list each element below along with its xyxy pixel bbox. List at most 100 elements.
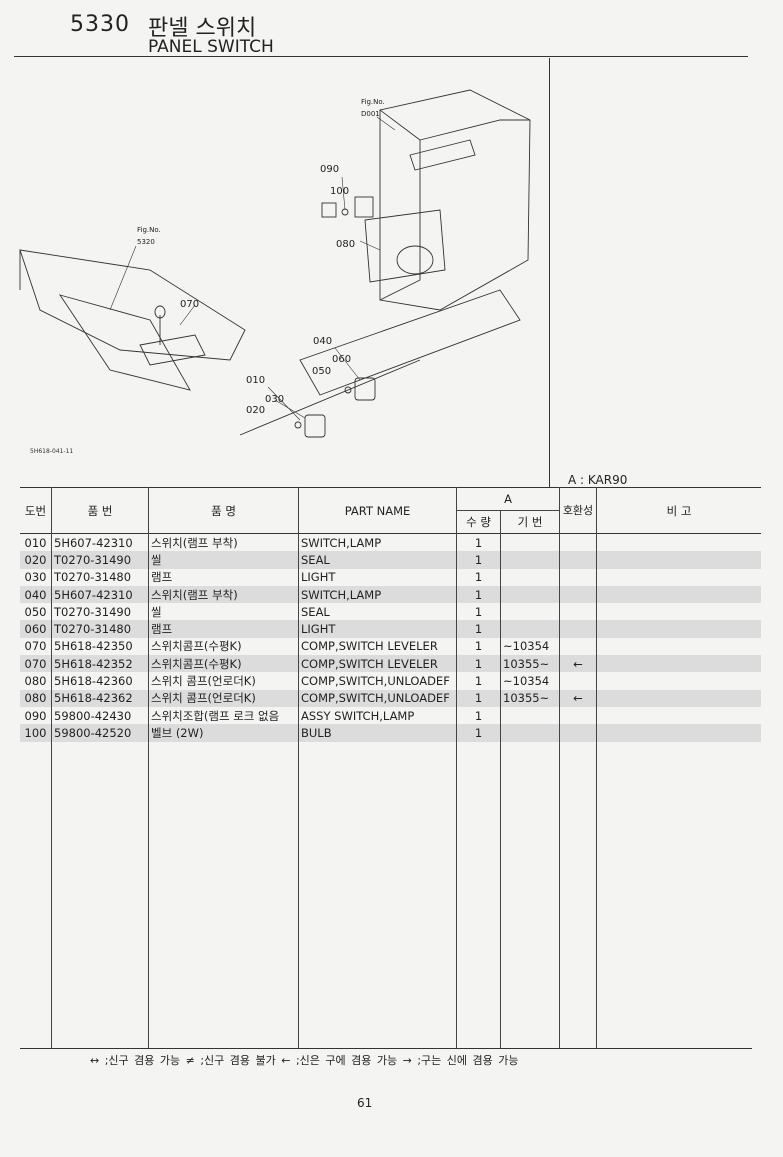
row-item-no: 030 <box>24 570 47 585</box>
page-number: 61 <box>357 1096 373 1110</box>
row-item-no: 070 <box>20 655 52 673</box>
interchange-legend: ↔ ;신구 겸용 가능 ≠ ;신구 겸용 불가 ← ;신은 구에 겸용 가능 →… <box>90 1054 519 1067</box>
row-part-name: COMP,SWITCH LEVELER <box>298 655 457 673</box>
row-interchange <box>559 603 597 621</box>
row-serial <box>500 551 560 569</box>
row-part-number: T0270-31490 <box>51 551 149 569</box>
row-item-no: 060 <box>20 620 52 638</box>
fig-ref-label-top: Fig.No. <box>361 98 385 106</box>
row-interchange <box>559 533 597 552</box>
page-title-english: PANEL SWITCH <box>148 37 274 57</box>
callout-010: 010 <box>246 375 265 386</box>
row-part-number: 5H618-42352 <box>51 655 149 673</box>
callout-090: 090 <box>320 164 339 175</box>
row-item-no: 070 <box>24 639 47 654</box>
row-part-number: 5H618-42350 <box>51 637 149 656</box>
row-serial <box>500 585 560 604</box>
row-interchange <box>559 724 597 742</box>
row-serial <box>500 706 560 725</box>
row-name-korean: 스위치(램프 부착) <box>148 533 299 552</box>
row-interchange <box>559 568 597 586</box>
callout-040: 040 <box>313 336 332 347</box>
row-remarks <box>596 724 761 742</box>
row-interchange <box>559 637 597 656</box>
row-remarks <box>596 533 761 552</box>
col-header-serial: 기 번 <box>500 510 560 534</box>
row-remarks <box>596 689 761 707</box>
row-name-korean: 스위치 콤프(언로더K) <box>148 689 299 707</box>
fig-ref-label-left: Fig.No. <box>137 226 161 234</box>
callout-070: 070 <box>180 299 199 310</box>
row-item-no: 080 <box>24 674 47 689</box>
row-serial: 10355~ <box>500 655 560 673</box>
row-part-number: T0270-31480 <box>51 568 149 586</box>
row-serial: 10355~ <box>500 689 560 707</box>
callout-060: 060 <box>332 354 351 365</box>
row-remarks <box>596 603 761 621</box>
col-header-part-name: PART NAME <box>298 487 457 534</box>
row-name-korean: 벨브 (2W) <box>148 724 299 742</box>
row-serial <box>500 533 560 552</box>
section-number: 5330 <box>70 12 130 37</box>
row-remarks <box>596 568 761 586</box>
row-quantity: 1 <box>456 603 501 621</box>
row-item-no: 040 <box>20 585 52 604</box>
row-quantity: 1 <box>456 568 501 586</box>
row-name-korean: 스위치 콤프(언로더K) <box>148 672 299 690</box>
row-part-name: COMP,SWITCH LEVELER <box>298 637 457 656</box>
row-part-name: ASSY SWITCH,LAMP <box>298 706 457 725</box>
row-remarks <box>596 706 761 725</box>
row-remarks <box>596 655 761 673</box>
row-quantity: 1 <box>456 672 501 690</box>
header-rule <box>14 56 748 57</box>
row-name-korean: 램프 <box>148 568 299 586</box>
exploded-parts-diagram: Fig.No. D001 Fig.No. 5320 090 100 080 07… <box>19 89 531 438</box>
row-serial: ~10354 <box>500 672 560 690</box>
table-bottom-rule <box>20 1048 752 1049</box>
figure-divider <box>549 58 550 488</box>
col-header-remarks: 비 고 <box>596 487 761 534</box>
row-interchange <box>559 620 597 638</box>
row-remarks <box>596 620 761 638</box>
row-quantity: 1 <box>456 585 501 604</box>
row-quantity: 1 <box>456 533 501 552</box>
model-label: A : KAR90 <box>568 473 628 487</box>
row-item-no: 090 <box>24 708 47 723</box>
row-part-name: BULB <box>298 724 457 742</box>
row-part-number: 59800-42430 <box>51 706 149 725</box>
row-quantity: 1 <box>456 637 501 656</box>
row-part-number: 59800-42520 <box>51 724 149 742</box>
row-quantity: 1 <box>456 655 501 673</box>
row-remarks <box>596 672 761 690</box>
callout-020: 020 <box>246 405 265 416</box>
callout-050: 050 <box>312 366 331 377</box>
row-part-name: COMP,SWITCH,UNLOADEF <box>298 689 457 707</box>
row-serial <box>500 724 560 742</box>
row-item-no: 050 <box>24 604 47 619</box>
row-part-name: SEAL <box>298 551 457 569</box>
row-interchange: ← <box>559 655 597 673</box>
row-part-number: 5H618-42360 <box>51 672 149 690</box>
fig-ref-top: D001 <box>361 110 380 118</box>
row-part-name: COMP,SWITCH,UNLOADEF <box>298 672 457 690</box>
callout-100: 100 <box>330 186 349 197</box>
row-part-name: LIGHT <box>298 620 457 638</box>
row-part-name: SEAL <box>298 603 457 621</box>
row-remarks <box>596 637 761 656</box>
col-header-part-no: 품 번 <box>51 487 149 534</box>
col-header-group-a: A <box>456 487 560 511</box>
row-serial <box>500 603 560 621</box>
row-item-no: 020 <box>20 551 52 569</box>
row-quantity: 1 <box>456 724 501 742</box>
row-name-korean: 램프 <box>148 620 299 638</box>
row-serial <box>500 568 560 586</box>
row-serial: ~10354 <box>500 637 560 656</box>
row-quantity: 1 <box>456 689 501 707</box>
row-part-name: SWITCH,LAMP <box>298 533 457 552</box>
